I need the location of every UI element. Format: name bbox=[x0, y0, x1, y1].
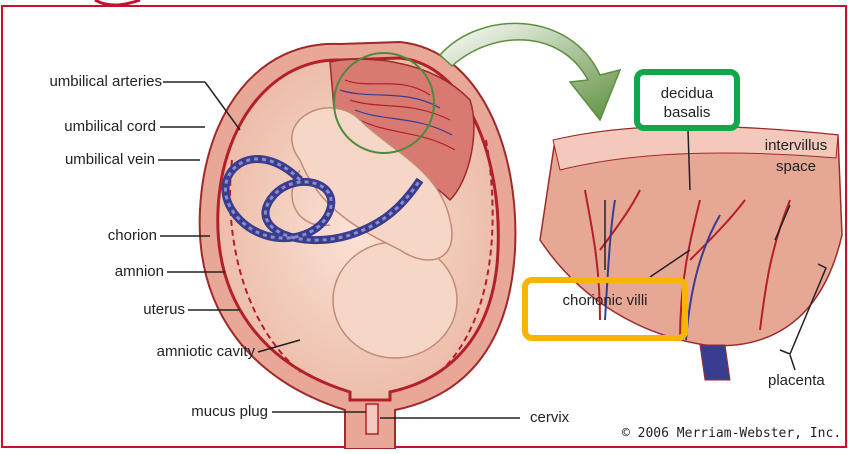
label-space: space bbox=[750, 158, 842, 176]
fetus-head bbox=[333, 242, 457, 358]
label-chorion: chorion bbox=[0, 227, 157, 245]
label-placenta: placenta bbox=[768, 372, 825, 390]
copyright-notice: © 2006 Merriam-Webster, Inc. bbox=[622, 426, 841, 441]
label-decidua: decidua bbox=[640, 85, 734, 103]
detail-cord bbox=[700, 345, 730, 380]
label-uterus: uterus bbox=[0, 301, 185, 319]
label-umbilical-vein: umbilical vein bbox=[0, 151, 155, 169]
label-amniotic-cavity: amniotic cavity bbox=[0, 343, 255, 361]
label-umbilical-cord: umbilical cord bbox=[0, 118, 156, 136]
label-intervillus: intervillus bbox=[750, 137, 842, 155]
label-basalis: basalis bbox=[640, 104, 734, 122]
label-amnion: amnion bbox=[0, 263, 164, 281]
label-mucus-plug: mucus plug bbox=[0, 403, 268, 421]
label-cervix: cervix bbox=[530, 409, 569, 427]
label-chorionic-villi: chorionic villi bbox=[528, 292, 682, 310]
frame-top-mark bbox=[95, 0, 140, 5]
label-umbilical-arteries: umbilical arteries bbox=[0, 73, 162, 91]
mucus-plug-shape bbox=[366, 404, 378, 434]
